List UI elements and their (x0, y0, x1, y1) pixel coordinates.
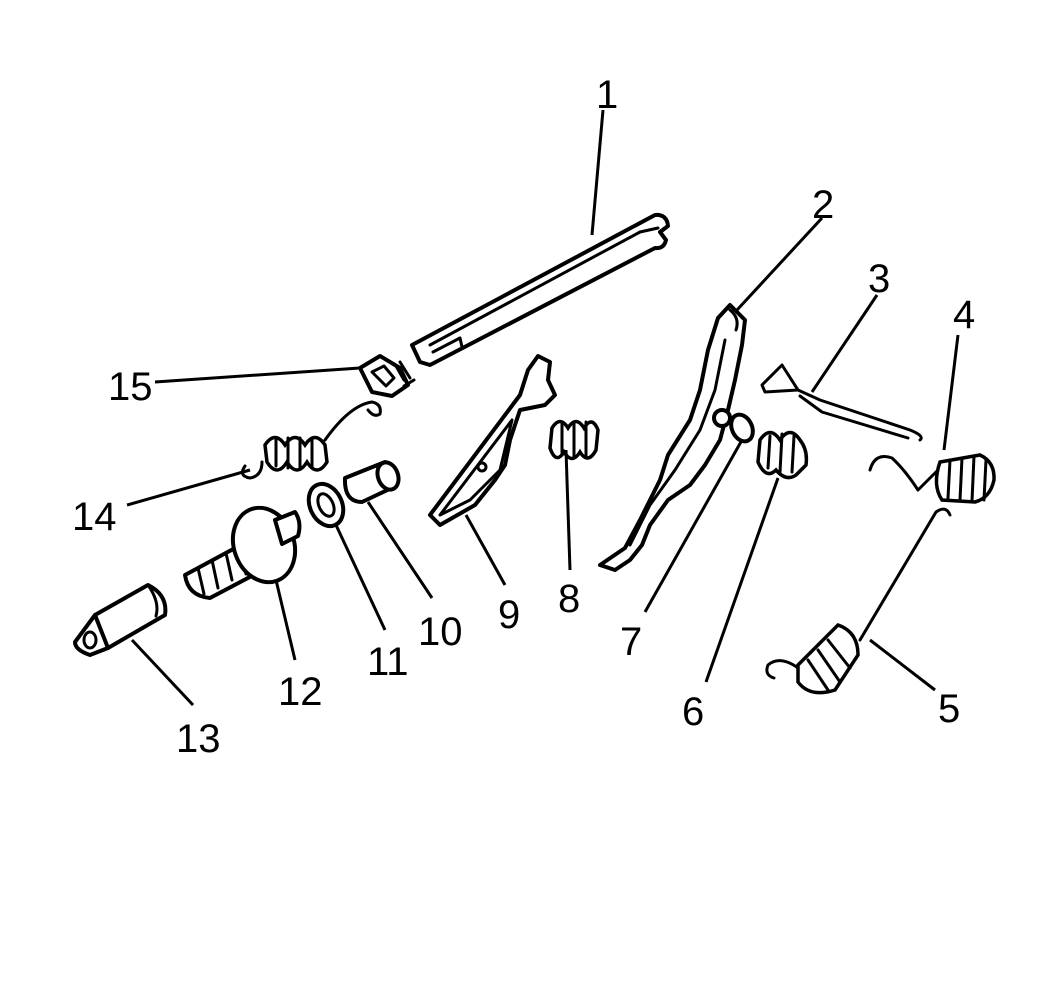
part-14-spring (240, 400, 382, 480)
part-4-coil-spring (868, 453, 996, 504)
leader-13 (130, 638, 195, 707)
leader-10 (366, 501, 434, 599)
leader-14 (126, 468, 251, 507)
leader-3 (810, 294, 879, 393)
leader-6 (704, 477, 780, 683)
callout-2: 2 (812, 183, 834, 227)
leader-1 (590, 109, 605, 236)
part-15-socket-nut (358, 354, 416, 398)
leader-5 (869, 638, 936, 692)
part-1-adjuster-rod (410, 212, 670, 367)
leader-9 (464, 514, 507, 586)
leader-7 (643, 439, 744, 613)
leader-2 (735, 216, 824, 312)
callout-1: 1 (596, 73, 618, 117)
part-8-spring (548, 419, 600, 461)
part-10-sleeve (342, 460, 401, 504)
callout-7: 7 (620, 620, 642, 664)
callout-11: 11 (367, 640, 409, 684)
leader-11 (334, 524, 387, 631)
leader-4 (942, 334, 960, 451)
callout-15: 15 (108, 365, 153, 409)
callout-9: 9 (498, 593, 520, 637)
callout-labels: 1 2 3 4 5 6 7 8 9 10 11 12 13 14 15 (72, 73, 975, 761)
leader-15 (154, 366, 361, 384)
leader-8 (564, 449, 572, 571)
callout-6: 6 (682, 690, 704, 734)
callout-13: 13 (176, 717, 221, 761)
part-9-lever-plate (428, 354, 557, 527)
callout-12: 12 (278, 670, 323, 714)
part-3-spring-clip (760, 363, 923, 442)
callout-5: 5 (938, 687, 960, 731)
part-13-pivot-nut (73, 583, 168, 657)
callout-10: 10 (418, 610, 463, 654)
part-11-washer (306, 481, 346, 529)
callout-3: 3 (868, 257, 890, 301)
callout-14: 14 (72, 495, 117, 539)
part-6-spring (756, 430, 809, 480)
part-12-adjuster-screw (183, 505, 302, 600)
callout-4: 4 (953, 293, 975, 337)
part-7-washer (729, 412, 755, 444)
part-2-actuator-lever (598, 303, 747, 572)
callout-8: 8 (558, 577, 580, 621)
leader-12 (274, 579, 297, 661)
leader-lines (126, 109, 960, 707)
part-5-return-spring (765, 507, 952, 695)
